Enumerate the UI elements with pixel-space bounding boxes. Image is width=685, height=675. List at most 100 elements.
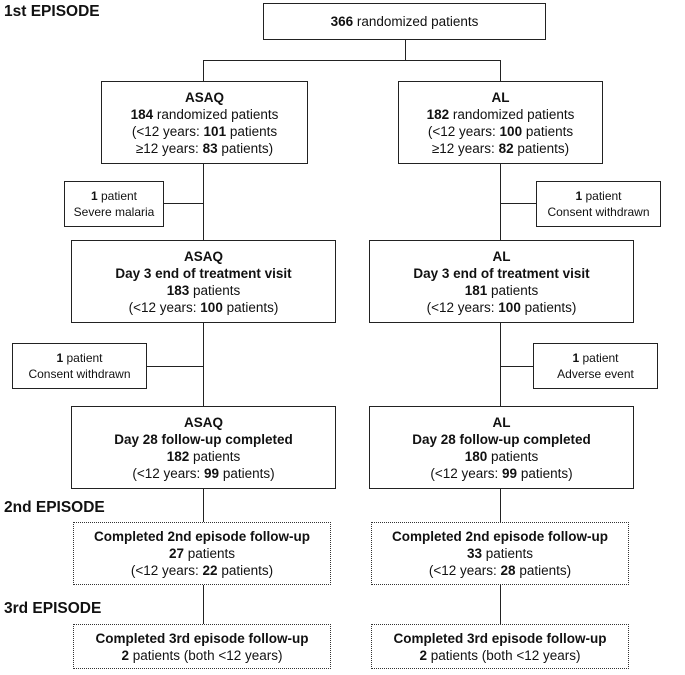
asaq-episode2-box: Completed 2nd episode follow-up 27 patie…: [73, 522, 331, 585]
asaq-excl2-count: 1: [56, 351, 64, 365]
connector-al-excl1: [500, 203, 536, 204]
al-ep3-count: 2: [419, 647, 428, 663]
asaq-ep2-under12-count: 22: [202, 563, 218, 578]
al-exclusion-consent-withdrawn-box: 1 patient Consent withdrawn: [536, 181, 661, 227]
asaq-ep3-count: 2: [121, 647, 130, 663]
asaq-day3-arm: ASAQ: [183, 248, 223, 264]
section-label-first-episode: 1st EPISODE: [4, 3, 100, 20]
al-day28-under12-count: 99: [502, 465, 518, 481]
al-day3-under12-count: 100: [498, 299, 521, 315]
al-over12-prefix: ≥12 years:: [431, 140, 499, 156]
asaq-randomized-text: randomized patients: [153, 106, 279, 122]
al-under12-count: 100: [499, 123, 523, 139]
asaq-day3-under12-count: 100: [200, 299, 223, 315]
connector-asaq-main: [203, 164, 204, 624]
connector-split: [203, 60, 500, 61]
al-day28-under12-suffix: patients): [517, 465, 573, 481]
randomized-total-count: 366: [330, 14, 354, 29]
al-day3-under12-suffix: patients): [520, 299, 577, 315]
al-over12-count: 82: [498, 140, 514, 156]
al-under12-suffix: patients: [522, 123, 574, 139]
asaq-over12-prefix: ≥12 years:: [135, 140, 203, 156]
asaq-day3-under12-suffix: patients): [222, 299, 279, 315]
asaq-day3-under12-prefix: (<12 years:: [128, 299, 201, 315]
asaq-exclusion-consent-withdrawn-box: 1 patient Consent withdrawn: [12, 343, 147, 389]
al-randomized-box: AL 182 randomized patients (<12 years: 1…: [398, 81, 603, 164]
asaq-day3-count: 183: [166, 282, 190, 298]
al-over12-suffix: patients): [513, 140, 570, 156]
asaq-day28-under12-prefix: (<12 years:: [132, 465, 205, 481]
asaq-day3-box: ASAQ Day 3 end of treatment visit 183 pa…: [71, 240, 336, 323]
al-ep2-title: Completed 2nd episode follow-up: [392, 529, 608, 544]
randomized-total-box: 366 randomized patients: [263, 3, 546, 40]
al-ep2-text: patients: [481, 546, 534, 561]
al-day28-arm: AL: [492, 414, 511, 430]
asaq-excl2-text: patient: [63, 351, 103, 365]
al-day28-title: Day 28 follow-up completed: [412, 431, 591, 447]
al-randomized-text: randomized patients: [449, 106, 575, 122]
asaq-day28-text: patients: [189, 448, 241, 464]
al-excl1-count: 1: [575, 189, 583, 203]
al-day3-arm: AL: [492, 248, 511, 264]
asaq-ep2-under12-prefix: (<12 years:: [130, 563, 203, 578]
al-arm-label: AL: [491, 89, 510, 105]
connector-asaq-drop: [203, 60, 204, 81]
al-excl2-text: patient: [579, 351, 619, 365]
asaq-randomized-box: ASAQ 184 randomized patients (<12 years:…: [101, 81, 308, 164]
al-day28-box: AL Day 28 follow-up completed 180 patien…: [369, 406, 634, 489]
al-day3-text: patients: [487, 282, 539, 298]
connector-top-down: [405, 40, 406, 60]
asaq-excl2-reason: Consent withdrawn: [28, 367, 131, 381]
asaq-excl1-text: patient: [97, 189, 138, 203]
asaq-day28-under12-suffix: patients): [219, 465, 275, 481]
section-label-third-episode: 3rd EPISODE: [4, 600, 102, 617]
al-ep2-under12-suffix: patients): [515, 563, 572, 578]
asaq-under12-count: 101: [203, 123, 227, 139]
al-ep2-count: 33: [466, 546, 482, 561]
asaq-arm-label: ASAQ: [184, 89, 224, 105]
al-day28-under12-prefix: (<12 years:: [430, 465, 503, 481]
asaq-under12-prefix: (<12 years:: [131, 123, 204, 139]
al-ep2-under12-prefix: (<12 years:: [428, 563, 501, 578]
asaq-over12-count: 83: [202, 140, 218, 156]
al-ep3-text: patients (both <12 years): [427, 647, 581, 663]
al-day28-count: 180: [464, 448, 488, 464]
connector-asaq-excl1: [164, 203, 204, 204]
asaq-ep3-title: Completed 3rd episode follow-up: [95, 630, 309, 646]
connector-al-drop: [500, 60, 501, 81]
asaq-day28-count: 182: [166, 448, 190, 464]
al-episode2-box: Completed 2nd episode follow-up 33 patie…: [371, 522, 629, 585]
al-day3-box: AL Day 3 end of treatment visit 181 pati…: [369, 240, 634, 323]
asaq-day28-title: Day 28 follow-up completed: [114, 431, 293, 447]
asaq-ep2-text: patients: [183, 546, 236, 561]
connector-al-main: [500, 164, 501, 624]
asaq-under12-suffix: patients: [226, 123, 278, 139]
section-label-second-episode: 2nd EPISODE: [4, 499, 105, 516]
asaq-ep2-under12-suffix: patients): [217, 563, 274, 578]
asaq-day28-box: ASAQ Day 28 follow-up completed 182 pati…: [71, 406, 336, 489]
al-excl1-text: patient: [582, 189, 622, 203]
asaq-episode3-box: Completed 3rd episode follow-up 2 patien…: [73, 624, 331, 669]
al-excl2-count: 1: [572, 351, 580, 365]
al-day3-title: Day 3 end of treatment visit: [413, 265, 590, 281]
asaq-excl1-reason: Severe malaria: [73, 205, 155, 219]
al-excl1-reason: Consent withdrawn: [547, 205, 650, 219]
connector-al-excl2: [500, 366, 533, 367]
asaq-over12-suffix: patients): [217, 140, 274, 156]
al-ep2-under12-count: 28: [500, 563, 516, 578]
asaq-day28-under12-count: 99: [204, 465, 220, 481]
al-episode3-box: Completed 3rd episode follow-up 2 patien…: [371, 624, 629, 669]
al-randomized-count: 182: [426, 106, 450, 122]
asaq-randomized-count: 184: [130, 106, 154, 122]
asaq-exclusion-severe-malaria-box: 1 patient Severe malaria: [64, 181, 164, 227]
al-day28-text: patients: [487, 448, 539, 464]
asaq-day3-text: patients: [189, 282, 241, 298]
asaq-day3-title: Day 3 end of treatment visit: [115, 265, 292, 281]
asaq-ep3-text: patients (both <12 years): [129, 647, 283, 663]
asaq-ep2-title: Completed 2nd episode follow-up: [94, 529, 310, 544]
al-day3-under12-prefix: (<12 years:: [426, 299, 499, 315]
al-excl2-reason: Adverse event: [557, 367, 634, 381]
randomized-total-text: randomized patients: [353, 14, 479, 29]
connector-asaq-excl2: [147, 366, 204, 367]
